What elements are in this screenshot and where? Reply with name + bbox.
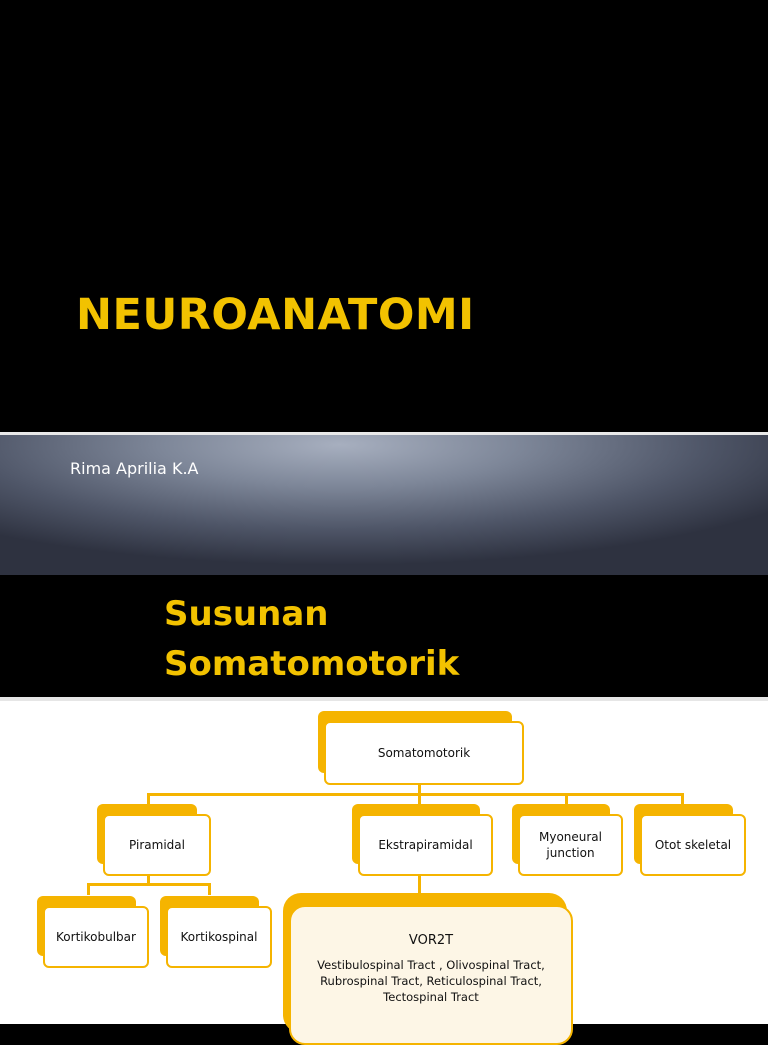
diagram-area: Somatomotorik Piramidal Ekstrapiramidal … [0, 697, 768, 1045]
node-piramidal: Piramidal [97, 804, 212, 878]
slide2-title: Susunan Somatomotorik [164, 589, 459, 689]
connector-level1-bar [147, 793, 684, 796]
connector-piramidal [147, 793, 150, 807]
connector-ekstra-down [418, 873, 421, 893]
node-ekstrapiramidal: Ekstrapiramidal [352, 804, 494, 878]
connector-piramidal-bar [87, 883, 211, 886]
author-name: Rima Aprilia K.A [70, 459, 199, 478]
connector-myoneural [565, 793, 568, 807]
node-kortikospinal: Kortikospinal [160, 896, 273, 970]
title-slide: NEUROANATOMI [0, 0, 768, 432]
node-vor2t: VOR2T Vestibulospinal Tract , Olivospina… [283, 893, 575, 1045]
connector-kortikospinal [208, 883, 211, 895]
connector-root-down [418, 783, 421, 795]
node-myoneural-junction: Myoneural junction [512, 804, 624, 878]
presentation-title: NEUROANATOMI [76, 290, 475, 340]
connector-otot [681, 793, 684, 807]
connector-ekstrapiramidal [418, 793, 421, 807]
vor2t-detail: Vestibulospinal Tract , Olivospinal Trac… [317, 958, 545, 1004]
node-somatomotorik: Somatomotorik [318, 711, 526, 787]
slide2-header: Susunan Somatomotorik [0, 575, 768, 697]
node-kortikobulbar: Kortikobulbar [37, 896, 150, 970]
node-otot-skeletal: Otot skeletal [634, 804, 747, 878]
slide2-title-line1: Susunan [164, 594, 329, 634]
connector-kortikobulbar [87, 883, 90, 895]
vor2t-title: VOR2T [408, 933, 454, 948]
slide2-title-line2: Somatomotorik [164, 644, 460, 684]
subtitle-band: Rima Aprilia K.A [0, 432, 768, 575]
connector-piramidal-down [147, 873, 150, 885]
